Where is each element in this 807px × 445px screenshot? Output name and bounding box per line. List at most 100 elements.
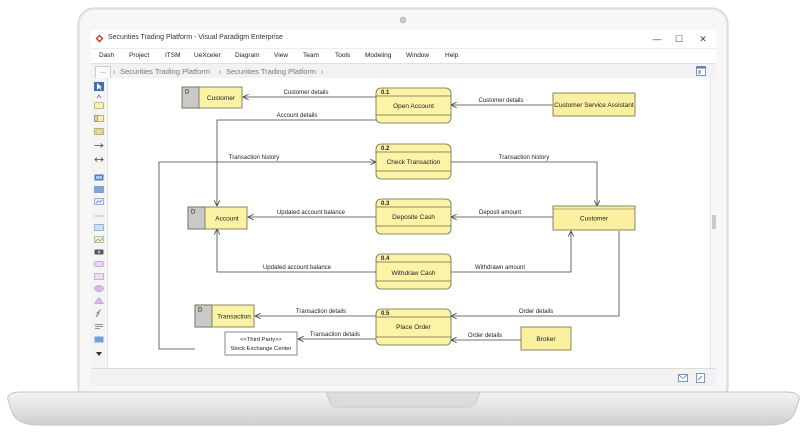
note-tool-icon[interactable] — [94, 224, 104, 231]
process-withdraw-cash[interactable]: 0.4 Withdraw Cash — [375, 253, 452, 290]
flow-label: Customer details — [283, 90, 328, 96]
visual-paradigm-logo-icon — [95, 34, 104, 43]
process-id: 0.2 — [381, 146, 390, 152]
menu-team[interactable]: Team — [303, 52, 319, 59]
menu-modeling[interactable]: Modeling — [365, 52, 392, 59]
entity-label: Broker — [536, 336, 556, 343]
rectangle-tool-icon[interactable] — [94, 273, 104, 280]
breadcrumb-item-project[interactable]: Securities Trading Platform — [120, 67, 211, 76]
flow-label: Deposit amount — [479, 210, 521, 216]
flow-withdraw-to-account-store[interactable] — [217, 229, 376, 273]
triangle-tool-icon[interactable] — [94, 297, 104, 304]
bidirectional-flow-tool-icon[interactable] — [94, 156, 104, 163]
callout-tool-icon[interactable] — [94, 261, 104, 268]
vertical-scrollbar[interactable] — [710, 78, 716, 368]
process-label: Place Order — [396, 324, 432, 331]
menu-help[interactable]: Help — [445, 52, 459, 59]
process-id: 0.4 — [381, 256, 390, 262]
application-window: Securities Trading Platform - Visual Par… — [91, 30, 716, 386]
datastore-id: D — [198, 308, 203, 314]
menu-diagram[interactable]: Diagram — [235, 52, 260, 59]
entity-label: Customer Service Assistant — [554, 102, 634, 109]
menu-tools[interactable]: Tools — [335, 52, 351, 59]
datastore-account[interactable]: D Account — [187, 206, 248, 230]
chart-tool-icon[interactable] — [94, 198, 104, 205]
process-deposite-cash[interactable]: 0.3 Deposite Cash — [375, 198, 452, 235]
flow-label: Transaction details — [296, 309, 346, 315]
flow-label: Withdrawn amount — [475, 265, 525, 271]
close-button[interactable]: ✕ — [699, 34, 707, 44]
laptop-base — [7, 391, 800, 426]
process-check-transaction[interactable]: 0.2 Check Transaction — [375, 143, 452, 180]
subprocess-tool-icon[interactable] — [94, 174, 104, 181]
flow-customer-to-place-order[interactable] — [451, 231, 620, 316]
mail-icon[interactable] — [678, 374, 688, 382]
image-tool-icon[interactable] — [94, 186, 104, 193]
ellipse-tool-icon[interactable] — [94, 285, 104, 292]
picture-tool-icon[interactable] — [94, 236, 104, 243]
breadcrumb-separator: › — [219, 67, 222, 76]
minimize-button[interactable]: — — [652, 34, 662, 44]
external-label: Stock Exchange Center — [231, 346, 292, 352]
flow-withdraw-to-customer[interactable] — [451, 231, 571, 273]
process-open-account[interactable]: 0.1 Open Account — [375, 87, 452, 124]
process-id: 0.5 — [381, 311, 390, 317]
menu-itsm[interactable]: ITSM — [165, 52, 181, 59]
process-label: Open Account — [393, 103, 434, 110]
title-bar: Securities Trading Platform - Visual Par… — [91, 30, 716, 49]
flow-label: Customer details — [478, 98, 523, 104]
datastore-transaction[interactable]: D Transaction — [194, 304, 255, 328]
entity-customer[interactable]: Customer — [552, 205, 636, 231]
flow-label: Transaction history — [229, 155, 279, 161]
datastore-label: Customer — [207, 95, 236, 102]
flow-transaction-store-to-check-transaction[interactable] — [158, 162, 376, 350]
menu-view[interactable]: View — [274, 52, 288, 59]
data-store-tool-icon[interactable] — [94, 115, 104, 122]
breadcrumb-item-diagram[interactable]: Securities Trading Platform — [226, 67, 317, 76]
collapse-icon[interactable] — [94, 94, 104, 99]
scrollbar-thumb[interactable] — [712, 215, 716, 229]
flow-label: Account details — [277, 113, 318, 119]
scroll-down-icon[interactable] — [94, 350, 104, 358]
window-title: Securities Trading Platform - Visual Par… — [108, 34, 283, 41]
freehand-tool-icon[interactable] — [94, 309, 104, 318]
select-tool-icon[interactable] — [94, 82, 104, 91]
entity-label: Customer — [580, 216, 609, 223]
process-label: Check Transaction — [387, 159, 441, 166]
flow-open-account-to-account-store[interactable] — [217, 119, 376, 206]
datastore-id: D — [191, 210, 196, 216]
status-bar — [91, 368, 716, 386]
data-flow-tool-icon[interactable] — [94, 142, 104, 149]
process-place-order[interactable]: 0.5 Place Order — [375, 308, 452, 346]
process-label: Withdraw Cash — [391, 270, 435, 277]
flow-label: Transaction history — [499, 155, 549, 161]
breadcrumb-separator: › — [321, 67, 324, 76]
external-stock-exchange-center[interactable]: <<Third Party>> Stock Exchange Center — [224, 331, 298, 356]
breadcrumb-separator: › — [113, 67, 116, 76]
menu-project[interactable]: Project — [129, 52, 150, 59]
datastore-label: Transaction — [217, 314, 251, 321]
document-edit-icon[interactable] — [696, 373, 705, 383]
maximize-button[interactable]: ☐ — [674, 34, 684, 44]
diagram-canvas[interactable]: Customer details Customer details Accoun… — [108, 78, 710, 368]
process-id: 0.1 — [381, 90, 390, 96]
flow-check-transaction-to-customer[interactable] — [451, 161, 597, 206]
flow-label: Transaction details — [310, 332, 360, 338]
datastore-customer[interactable]: D Customer — [181, 86, 243, 109]
external-entity-tool-icon[interactable] — [94, 128, 104, 135]
datastore-label: Account — [215, 216, 239, 223]
diagram-navigator-icon[interactable] — [696, 66, 706, 76]
camera-icon[interactable] — [94, 248, 104, 255]
menu-uexceler[interactable]: UeXceler — [194, 52, 221, 59]
menu-bar: Dash Project ITSM UeXceler Diagram View … — [91, 49, 716, 63]
process-id: 0.3 — [381, 201, 390, 207]
diagram-toolbar — [91, 78, 108, 368]
menu-dash[interactable]: Dash — [99, 52, 115, 59]
menu-window[interactable]: Window — [406, 52, 430, 59]
process-tool-icon[interactable] — [94, 102, 104, 109]
text-tool-icon[interactable] — [94, 323, 104, 330]
entity-customer-service-assistant[interactable]: Customer Service Assistant — [552, 92, 636, 117]
more-tools-icon[interactable] — [94, 336, 104, 343]
flow-label: Order details — [519, 309, 553, 315]
entity-broker[interactable]: Broker — [520, 326, 572, 351]
